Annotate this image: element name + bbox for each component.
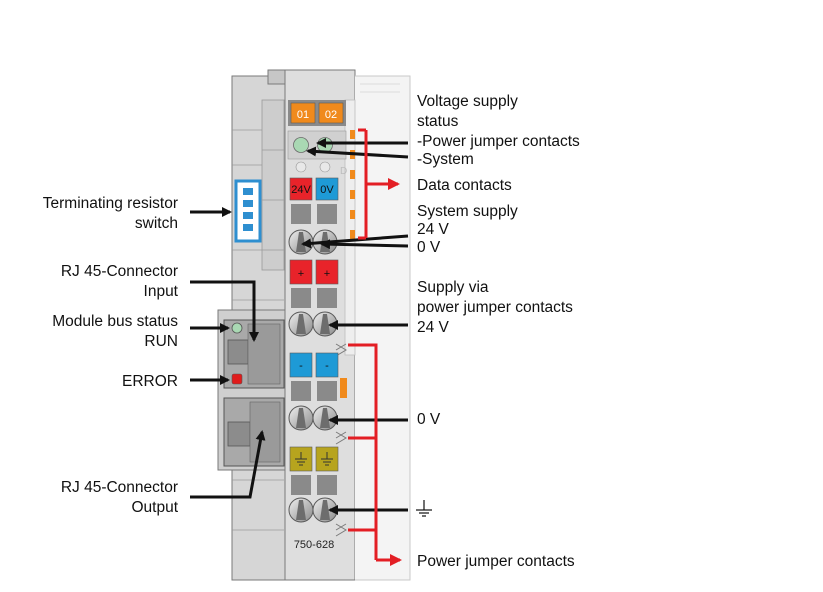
label-system-supply-line1: System supply (417, 203, 518, 220)
label-error: ERROR (122, 372, 178, 392)
arrow-system-led (306, 146, 409, 159)
system-supply-badges: 24V 0V (289, 177, 339, 224)
clamp-row-ground (288, 497, 347, 537)
label-voltage-supply-line3: -Power jumper contacts (417, 133, 580, 150)
rj45-output-port[interactable] (223, 397, 285, 467)
plus-label-2: + (324, 268, 330, 280)
label-voltage-supply-line2: status (417, 113, 459, 130)
model-number: 750-628 (294, 539, 334, 551)
label-supply-via-line2: power jumper contacts (417, 299, 573, 316)
power-jumper-bracket (348, 343, 402, 566)
label-module-bus-status-line1: Module bus status (52, 313, 178, 330)
label-data-contacts-line1: Data contacts (417, 177, 512, 194)
minus-label-2: - (325, 360, 329, 372)
status-led-01-label: 01 (297, 109, 309, 121)
plus-terminals: + + (289, 259, 339, 308)
label-terminating-resistor-line1: Terminating resistor (42, 195, 178, 212)
label-supply-via-line1: Supply via (417, 279, 489, 296)
label-error-line1: ERROR (122, 373, 178, 390)
run-led (231, 322, 243, 334)
right-arrows (301, 138, 409, 515)
ground-terminals (289, 446, 339, 495)
label-voltage-supply-line1: Voltage supply (417, 93, 518, 110)
rj45-input-port[interactable] (223, 319, 285, 389)
label-supply-via-pjc: Supply via power jumper contacts 24 V (417, 278, 573, 338)
status-led-02 (318, 102, 344, 124)
minus-label-1: - (299, 360, 303, 372)
label-rj45-output-line1: RJ 45-Connector (60, 479, 178, 496)
power-jumper-led (293, 137, 309, 153)
label-rj45-output: RJ 45-Connector Output (61, 478, 178, 518)
label-0v-line1: 0 V (417, 411, 441, 428)
label-0v: 0 V (417, 410, 440, 430)
svg-text:D: D (340, 166, 347, 177)
arrow-system-0v (320, 239, 409, 250)
label-system-supply-line2: 24 V (417, 221, 449, 238)
badge-0v: 0V (320, 184, 334, 196)
status-led-02-label: 02 (325, 109, 337, 121)
label-terminating-resistor-line2: switch (134, 215, 178, 232)
label-voltage-supply-line4: -System (417, 151, 474, 168)
label-rj45-input-line1: RJ 45-Connector (60, 263, 178, 280)
label-system-supply: System supply 24 V 0 V (417, 202, 518, 258)
label-voltage-supply-status: Voltage supply status -Power jumper cont… (417, 92, 580, 170)
status-led-01 (290, 102, 316, 124)
label-rj45-input-line2: Input (143, 283, 178, 300)
minus-terminals: - - (289, 352, 339, 401)
label-system-supply-line3: 0 V (417, 239, 441, 256)
ground-symbol-icon (416, 500, 432, 517)
badge-24v: 24V (291, 184, 311, 196)
left-arrows (190, 207, 266, 499)
status-led-block: 01 02 (288, 100, 346, 126)
label-supply-via-line3: 24 V (417, 319, 449, 336)
label-data-contacts: Data contacts (417, 176, 512, 196)
terminating-resistor-switch[interactable] (234, 179, 262, 243)
label-rj45-output-line2: Output (131, 499, 178, 516)
label-module-bus-status: Module bus status RUN (52, 312, 178, 352)
label-power-jumper-contacts-line1: Power jumper contacts (417, 553, 575, 570)
label-terminating-resistor: Terminating resistor switch (43, 194, 178, 234)
label-power-jumper-contacts: Power jumper contacts (417, 552, 575, 572)
data-contacts-bracket (358, 128, 400, 240)
arrow-rj45-input (190, 280, 259, 342)
label-module-bus-status-line2: RUN (144, 333, 178, 350)
plus-label-1: + (298, 268, 304, 280)
label-rj45-input: RJ 45-Connector Input (61, 262, 178, 302)
clamp-row-0v (288, 405, 347, 445)
error-led (231, 373, 243, 385)
clamp-row-24v (288, 311, 347, 357)
arrow-rj45-output (190, 430, 266, 499)
